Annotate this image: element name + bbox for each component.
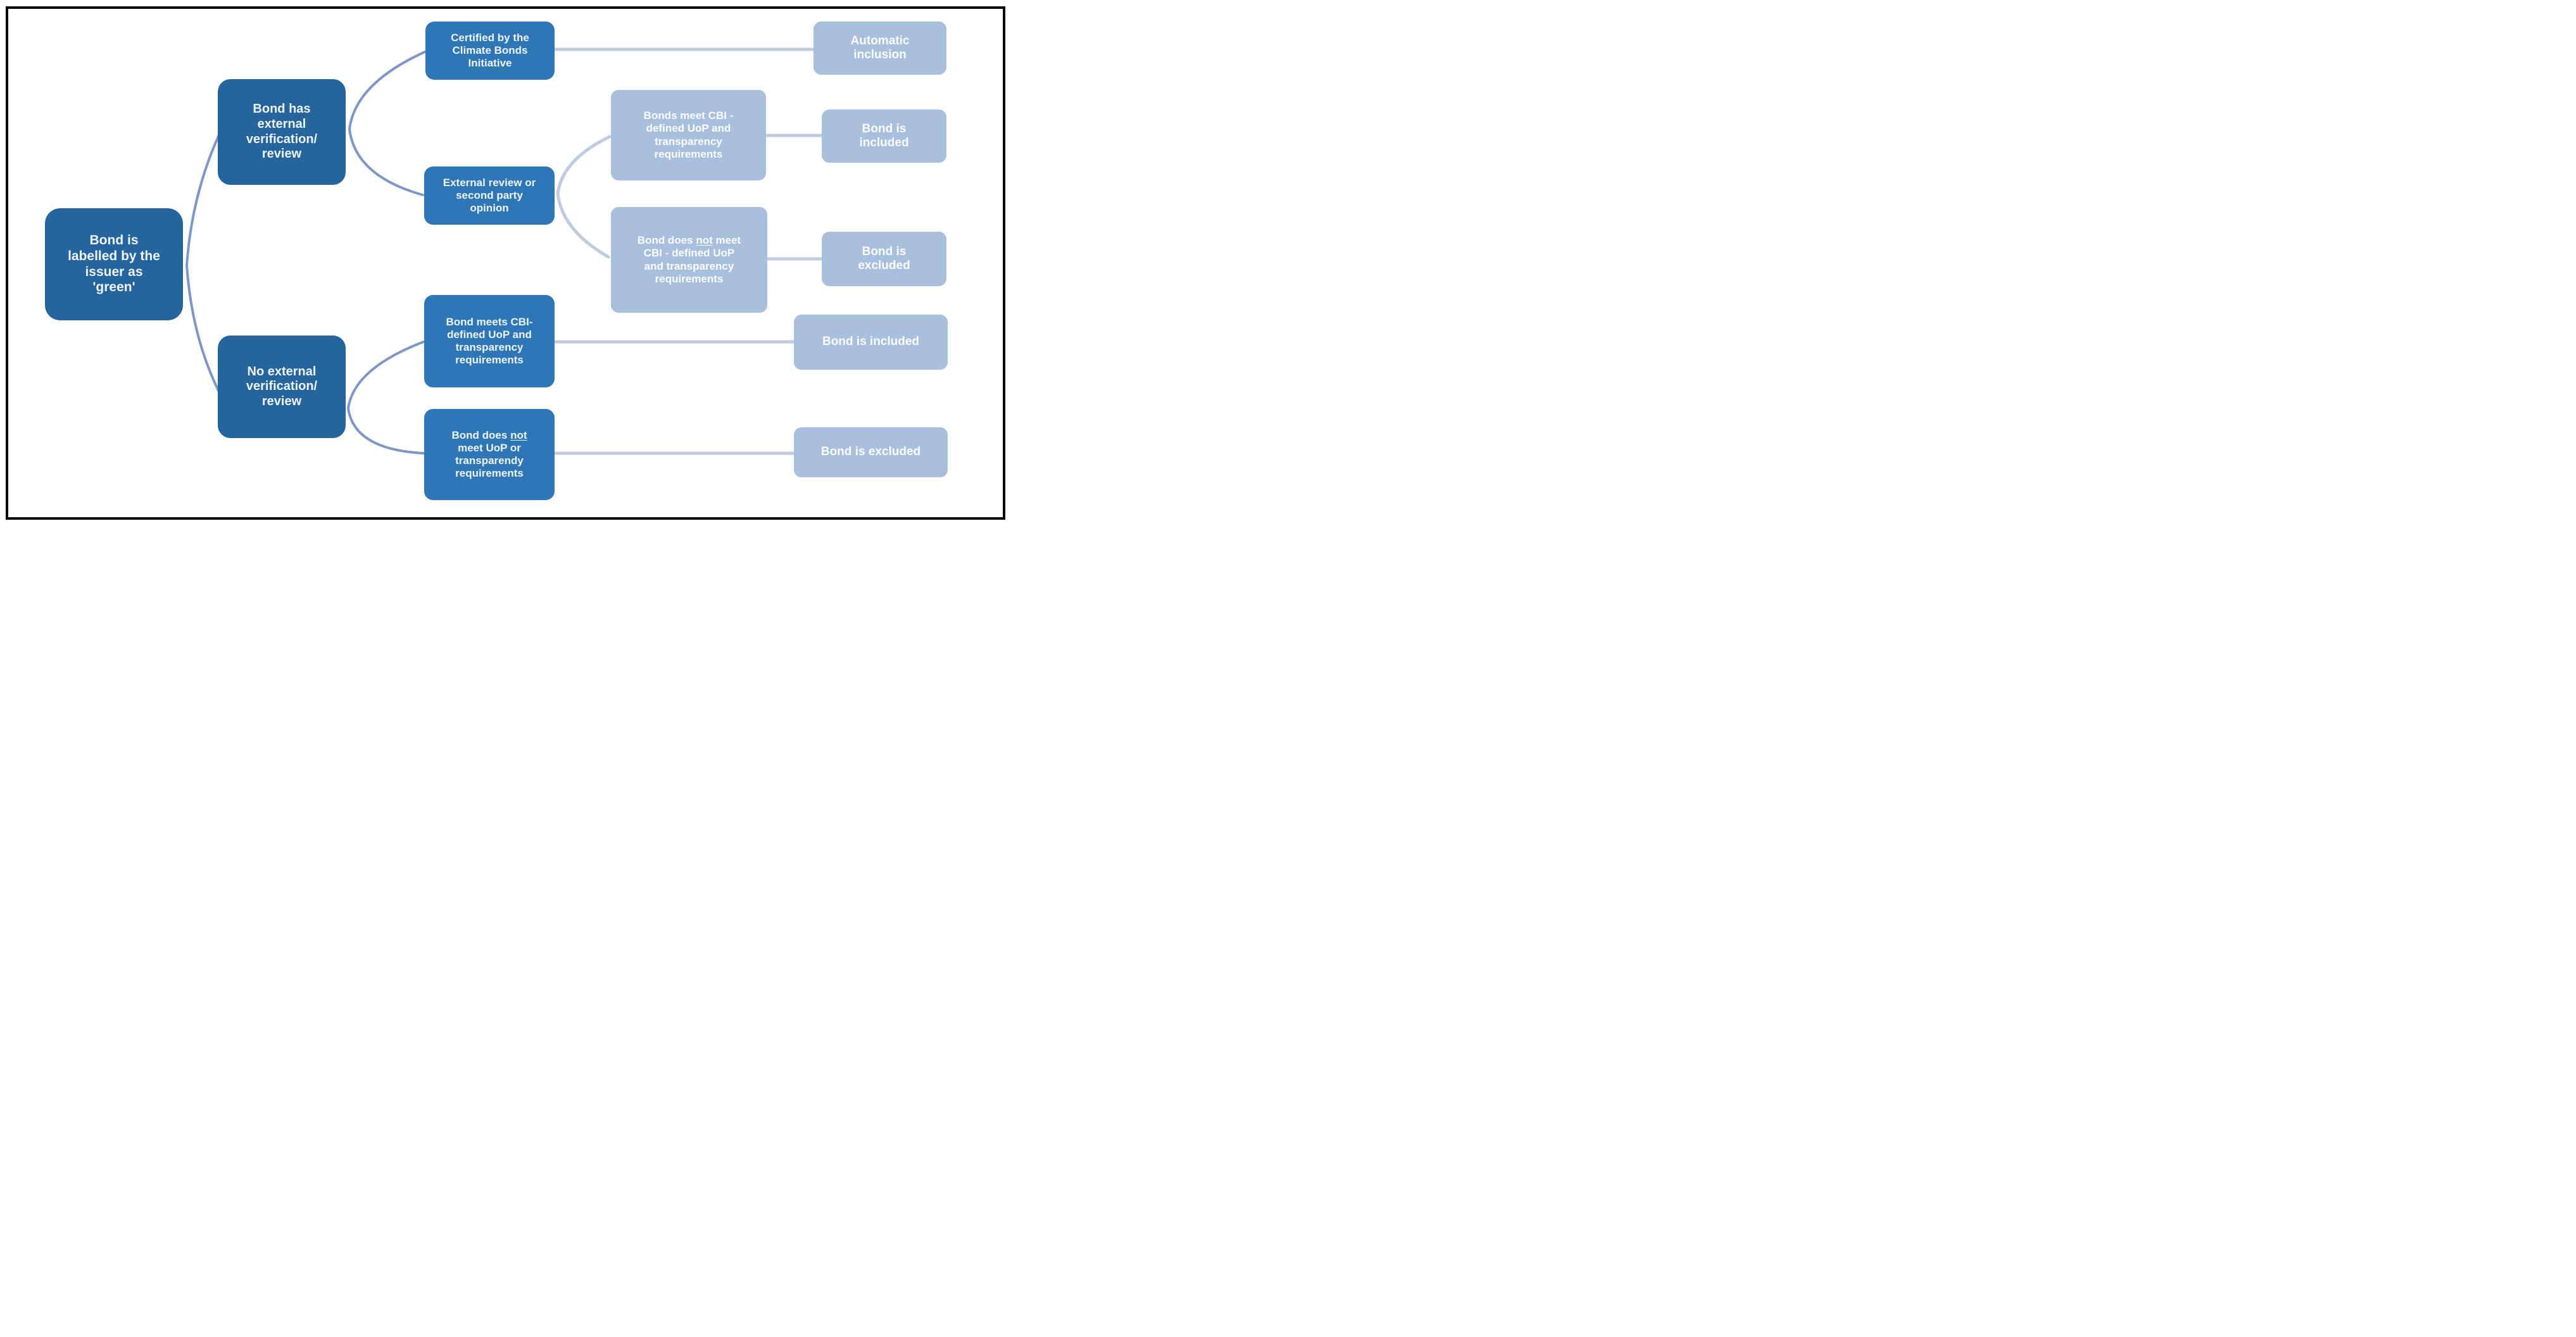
node-external-review-opinion: External review or second party opinion (424, 166, 555, 225)
label-underlined-not: not (696, 234, 713, 247)
label-underlined-not: not (510, 429, 527, 441)
node-label: Bond does not meet CBI - defined UoP and… (638, 234, 741, 285)
node-bond-meets-cbi-uop: Bond meets CBI- defined UoP and transpar… (424, 295, 555, 387)
connector-lines (185, 47, 824, 455)
node-no-external-verification: No external verification/ review (218, 336, 346, 438)
node-root: Bond is labelled by the issuer as 'green… (45, 208, 183, 320)
node-label: Bond does not meet UoP or transparendy r… (452, 429, 527, 480)
node-bond-is-excluded-top: Bond is excluded (822, 232, 946, 286)
node-label: Bond is labelled by the issuer as 'green… (68, 232, 160, 295)
connector-external-review-to-bonds-meet (556, 135, 612, 196)
node-bond-does-not-meet-cbi: Bond does not meet CBI - defined UoP and… (611, 207, 767, 313)
node-label: Bond has external verification/ review (246, 102, 318, 161)
node-label: External review or second party opinion (443, 176, 536, 215)
connector-root-to-has-external (185, 134, 220, 267)
label-prefix: Bond does (637, 234, 696, 247)
node-label: Bond is excluded (820, 445, 921, 459)
connector-root-to-no-external (185, 264, 220, 393)
light-connectors (553, 47, 824, 455)
node-bonds-meet-cbi-requirements: Bonds meet CBI - defined UoP and transpa… (611, 90, 766, 180)
node-bond-is-included-bottom: Bond is included (794, 315, 948, 370)
node-automatic-inclusion: Automatic inclusion (814, 22, 946, 75)
node-label: Automatic inclusion (850, 34, 910, 61)
node-label: No external verification/ review (246, 364, 318, 408)
node-label: Bond is included (822, 335, 920, 349)
node-bond-is-included-top: Bond is included (822, 110, 946, 163)
label-prefix: Bond does (451, 429, 511, 441)
dark-branch-connectors (185, 51, 426, 455)
node-certified-cbi: Certified by the Climate Bonds Initiativ… (425, 22, 555, 80)
connector-has-external-to-certified (348, 51, 426, 130)
connector-has-external-to-external-review (348, 128, 424, 196)
node-label: Certified by the Climate Bonds Initiativ… (451, 31, 529, 70)
node-bond-does-not-meet-uop: Bond does not meet UoP or transparendy r… (424, 409, 555, 500)
label-suffix: meet UoP or transparendy requirements (455, 441, 524, 480)
label-suffix: meet CBI - defined UoP and transparency … (643, 234, 741, 285)
connector-external-review-to-bond-not-meet (556, 192, 610, 259)
flowchart-page: { "colors": { "node_dark": "#26649d", "n… (0, 0, 1013, 525)
node-label: Bonds meet CBI - defined UoP and transpa… (643, 110, 734, 160)
node-label: Bond is included (859, 122, 909, 149)
node-has-external-verification: Bond has external verification/ review (218, 79, 346, 185)
node-label: Bond is excluded (858, 244, 910, 272)
connector-no-external-to-bond-meets-cbi (347, 341, 425, 410)
connector-no-external-to-bond-not-meet-uop (347, 407, 425, 455)
node-bond-is-excluded-bottom: Bond is excluded (794, 427, 948, 477)
node-label: Bond meets CBI- defined UoP and transpar… (446, 315, 533, 367)
